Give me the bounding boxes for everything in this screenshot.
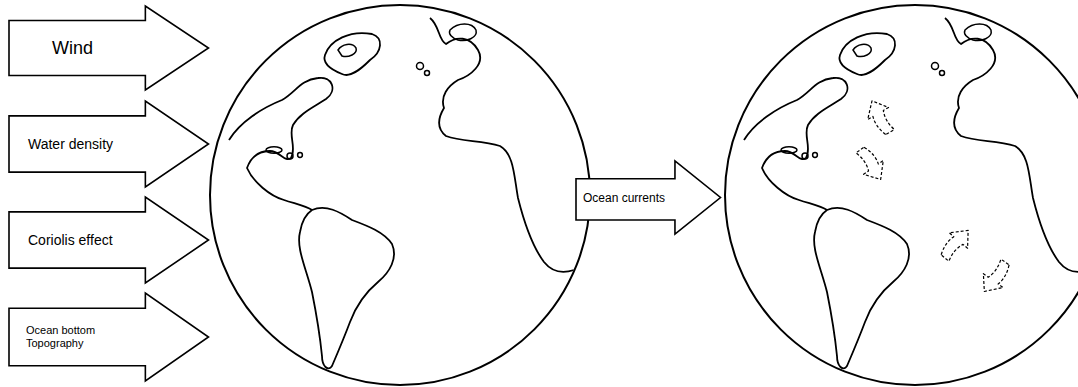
arrow-shape [8, 5, 210, 91]
arrow-label: Coriolis effect [28, 232, 113, 248]
arrow-outline [576, 161, 721, 234]
current-arrow [851, 143, 891, 186]
arrow-box: Water density [8, 100, 210, 188]
arrow-label: Ocean bottom Topography [26, 324, 121, 349]
arrow-box: Wind [8, 5, 210, 91]
arrow-outline [9, 6, 209, 90]
current-arrow [861, 95, 900, 138]
arrow-box: Ocean currents [575, 160, 722, 235]
arrow-label: Water density [28, 136, 113, 152]
current-arrow [975, 256, 1015, 299]
globe [725, 5, 1078, 385]
continents [229, 18, 574, 368]
globe [210, 5, 590, 385]
arrow-outline [9, 293, 209, 381]
arrow-label: Wind [52, 38, 93, 59]
arrow-outline [9, 197, 209, 283]
arrow-outline [9, 101, 209, 187]
continents [744, 18, 1078, 368]
current-arrow [935, 222, 977, 265]
arrow-label: Ocean currents [583, 192, 665, 206]
arrow-box: Ocean bottom Topography [8, 292, 210, 382]
arrow-box: Coriolis effect [8, 196, 210, 284]
current-arrows [851, 95, 1016, 299]
